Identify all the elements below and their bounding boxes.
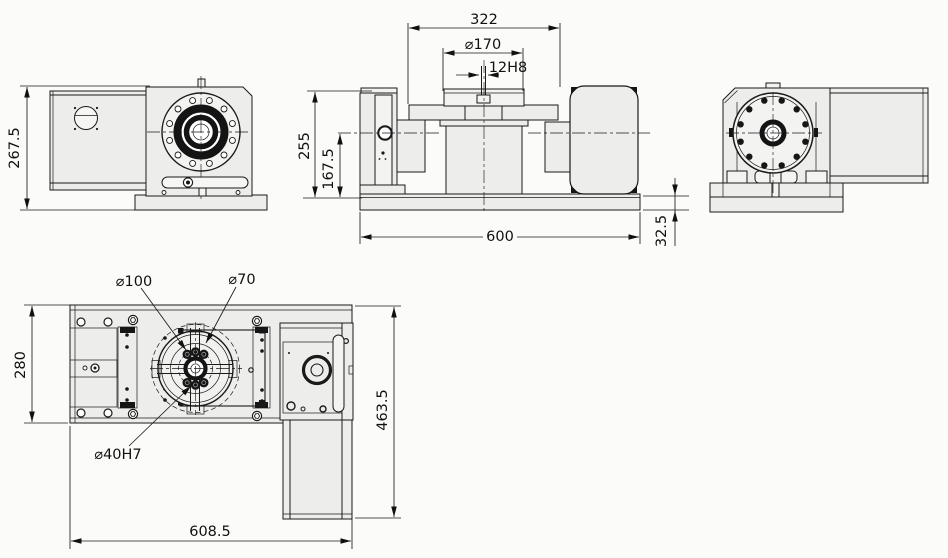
dim-base-plate-height: 32.5 [654,215,670,247]
dim-base-length: 600 [486,229,514,245]
dim-plate-width: 280 [13,351,29,379]
dimension-lines [20,23,689,549]
plan-view [69,304,354,520]
dim-bolt-circle-large: ⌀100 [116,274,152,290]
dimension-labels: 267.5 322 ⌀170 12H8 255 167.5 600 32.5 ⌀… [7,12,670,540]
table-bolts [182,347,209,390]
motor-cap-circle [74,106,98,130]
dim-bolt-circle-small: ⌀70 [228,272,255,288]
dim-slide-width: 322 [470,12,498,28]
dim-overall-length: 608.5 [189,524,231,540]
end-view [709,82,929,213]
dim-front-height: 267.5 [7,127,23,169]
motor-housing [569,85,639,195]
dim-overall-depth: 463.5 [375,389,391,431]
dim-keyway: 12H8 [489,60,528,76]
dim-overall-height: 255 [297,132,313,160]
dim-table-diameter: ⌀170 [465,37,501,53]
hex-socket-bolts [127,314,263,422]
dim-center-height: 167.5 [321,148,337,190]
drive-shaft-circle [301,354,333,386]
dim-center-bore: ⌀40H7 [94,447,141,463]
front-view [49,76,268,211]
side-view [338,60,650,213]
